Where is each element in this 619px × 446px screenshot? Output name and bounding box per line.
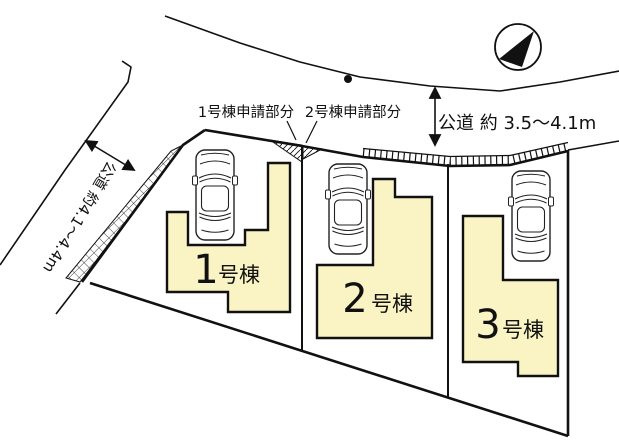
lot3-suffix: 号棟 <box>502 318 544 342</box>
lot1-number: 1 <box>193 247 218 293</box>
top-road-label: 公道 約 3.5〜4.1m <box>438 113 596 134</box>
lot1-application-label: 1号棟申請部分 <box>198 104 294 121</box>
parcel-north-boundary <box>204 128 569 168</box>
lot2-application-leader <box>305 120 318 144</box>
north-arrow-needle <box>499 31 534 67</box>
lot1-suffix: 号棟 <box>218 263 260 287</box>
building-3-footprint <box>461 214 560 378</box>
lot2-application-label: 2号棟申請部分 <box>305 104 401 121</box>
left-road-width-arrow <box>84 140 136 171</box>
left-road-label: 公道 約4.1〜4.4m <box>39 158 120 276</box>
left-road-edge-continuation <box>55 282 81 315</box>
left-road-west-edge <box>0 60 132 266</box>
left-road-setback-hatch <box>65 144 184 283</box>
parcel-south-boundary <box>89 281 569 438</box>
lot2-number: 2 <box>342 276 367 322</box>
car-lot2 <box>324 163 372 255</box>
lot3-number: 3 <box>475 302 500 348</box>
car-lot1 <box>191 149 239 241</box>
top-road-lower-edge-right <box>567 140 619 151</box>
lot2-suffix: 号棟 <box>371 292 413 316</box>
lot2-application-hatch <box>302 145 324 160</box>
top-road-upper-edge <box>164 15 619 92</box>
lot1-application-leader <box>286 120 297 141</box>
building-1-footprint <box>165 161 292 314</box>
building-2-footprint <box>315 177 434 340</box>
car-lot3 <box>507 170 555 262</box>
utility-pole-dot <box>344 75 352 83</box>
lot1-application-hatch <box>269 139 303 163</box>
north-fence-top-rail <box>362 141 569 158</box>
